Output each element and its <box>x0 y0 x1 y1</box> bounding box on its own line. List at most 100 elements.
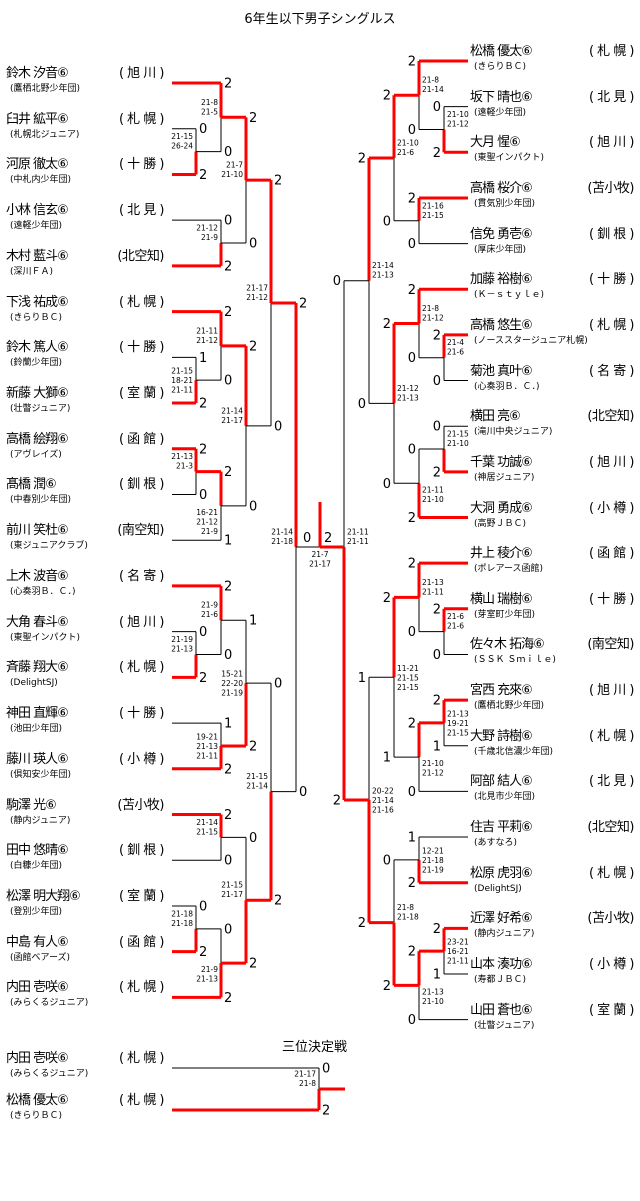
games-won-label: 0 <box>224 854 232 869</box>
match-score: 21-15 <box>246 772 268 781</box>
player-region: ( 札 幌 ) <box>588 317 635 333</box>
player-region: ( 旭 川 ) <box>588 454 635 470</box>
games-won-label: 2 <box>249 739 257 754</box>
player-region: ( 室 蘭 ) <box>118 386 165 402</box>
games-won-label: 1 <box>358 671 366 686</box>
match-score: 21-5 <box>201 107 218 116</box>
match-score: 21-6 <box>447 622 464 631</box>
games-won-label: 2 <box>383 979 391 994</box>
games-won-label: 2 <box>249 339 257 354</box>
games-won-label: 0 <box>433 100 441 115</box>
games-won-label: 2 <box>299 297 307 312</box>
games-won-label: 0 <box>433 648 441 663</box>
player-club: (鷹栖北野少年団) <box>10 84 81 94</box>
games-won-label: 0 <box>383 477 391 492</box>
player-club: (貫気別少年団) <box>474 198 536 209</box>
games-won-label: 2 <box>199 671 207 686</box>
player-name: 神田 直輝⑥ <box>6 706 69 722</box>
page-title: 6年生以下男子シングルス <box>244 12 396 27</box>
match-score: 21-13 <box>422 578 444 587</box>
player-name: 信免 勇壱⑥ <box>470 226 533 242</box>
games-won-label: 0 <box>408 443 416 458</box>
match-score: 21-18 <box>171 909 193 918</box>
match-score: 21-10 <box>422 759 444 768</box>
games-won-label: 0 <box>333 274 341 289</box>
games-won-label: 0 <box>299 785 307 800</box>
match-score: 21-15 <box>422 211 444 220</box>
games-won-label: 2 <box>274 894 282 909</box>
games-won-label: 1 <box>249 614 257 629</box>
match-score: 21-14 <box>271 528 293 537</box>
player-name: 前川 笑杜⑥ <box>6 523 69 539</box>
games-won-label: 0 <box>408 785 416 800</box>
player-club: (倶知安少年団) <box>10 769 72 780</box>
player-club: (DelightSJ) <box>10 678 58 689</box>
final-games-left: 0 <box>303 531 311 546</box>
player-club: (DelightSJ) <box>474 883 522 894</box>
match-score: 21-7 <box>226 161 243 170</box>
match-score: 21-17 <box>294 1070 316 1079</box>
games-won-label: 0 <box>358 397 366 412</box>
final-games-right: 2 <box>324 531 332 546</box>
match-score: 15-21 <box>221 670 243 679</box>
games-won-label: 0 <box>322 1062 330 1077</box>
player-name: 鈴木 篤人⑥ <box>6 340 69 356</box>
games-won-label: 2 <box>408 283 416 298</box>
games-won-label: 0 <box>408 1013 416 1028</box>
games-won-label: 2 <box>433 694 441 709</box>
player-name: 大野 詩樹⑥ <box>470 728 533 744</box>
player-name: 坂下 晴也⑥ <box>470 89 533 105</box>
match-score: 21-18 <box>397 913 419 922</box>
player-region: ( 小 樽 ) <box>588 957 635 972</box>
games-won-label: 0 <box>249 237 257 252</box>
games-won-label: 2 <box>224 77 232 92</box>
games-won-label: 0 <box>408 625 416 640</box>
match-score: 21-15 <box>171 367 193 376</box>
player-club: (遠軽少年団) <box>10 221 63 232</box>
player-name: 松原 虎羽⑥ <box>470 865 533 881</box>
games-won-label: 0 <box>249 499 257 514</box>
match-score: 16-21 <box>196 508 218 517</box>
match-score: 21-13 <box>397 393 419 402</box>
player-name: 斉藤 翔大⑥ <box>6 660 69 676</box>
match-score: 12-21 <box>422 846 444 855</box>
player-club: (東ジュニアクラブ) <box>10 541 88 552</box>
third-place-title: 三位決定戦 <box>282 1040 348 1055</box>
player-club: (登別少年団) <box>10 906 63 917</box>
player-region: ( 函 館 ) <box>118 431 165 447</box>
match-score: 21-11 <box>422 485 444 494</box>
player-name: 阿部 結人⑥ <box>470 774 533 790</box>
match-score: 21-3 <box>176 462 193 471</box>
player-name: 高橋 悠生⑥ <box>470 317 533 333</box>
player-name: 臼井 絋平⑥ <box>6 111 69 127</box>
player-name: 上木 波音⑥ <box>6 568 69 584</box>
player-name: 菊池 真叶⑥ <box>470 363 533 379</box>
games-won-label: 2 <box>383 317 391 332</box>
player-club: (きらりＢＣ) <box>10 1111 63 1121</box>
player-region: ( 室 蘭 ) <box>588 1002 635 1018</box>
games-won-label: 2 <box>433 146 441 161</box>
games-won-label: 0 <box>249 831 257 846</box>
match-score: 21-12 <box>422 313 444 322</box>
match-score: 21-10 <box>447 439 469 448</box>
player-name: 松橋 優太⑥ <box>6 1093 69 1108</box>
games-won-label: 2 <box>408 945 416 960</box>
games-won-label: 1 <box>199 351 207 366</box>
player-region: ( 旭 川 ) <box>118 614 165 630</box>
player-name: 小林 信玄⑥ <box>6 203 69 219</box>
player-name: 中島 有人⑥ <box>6 934 69 950</box>
player-region: ( 室 蘭 ) <box>118 888 165 904</box>
player-region: ( 十 勝 ) <box>118 157 165 173</box>
games-won-label: 2 <box>433 602 441 617</box>
match-score: 21-12 <box>196 517 218 526</box>
player-region: ( 北 見 ) <box>588 89 635 105</box>
player-region: ( 小 樽 ) <box>588 500 635 516</box>
player-club: (函館ベアーズ) <box>10 952 71 963</box>
games-won-label: 2 <box>433 328 441 343</box>
match-score: 21-11 <box>347 528 369 537</box>
player-region: ( 札 幌 ) <box>118 1093 165 1108</box>
player-club: (寿都ＪＢＣ) <box>474 975 527 985</box>
games-won-label: 2 <box>322 1104 330 1119</box>
player-region: ( 名 寄 ) <box>118 568 165 584</box>
